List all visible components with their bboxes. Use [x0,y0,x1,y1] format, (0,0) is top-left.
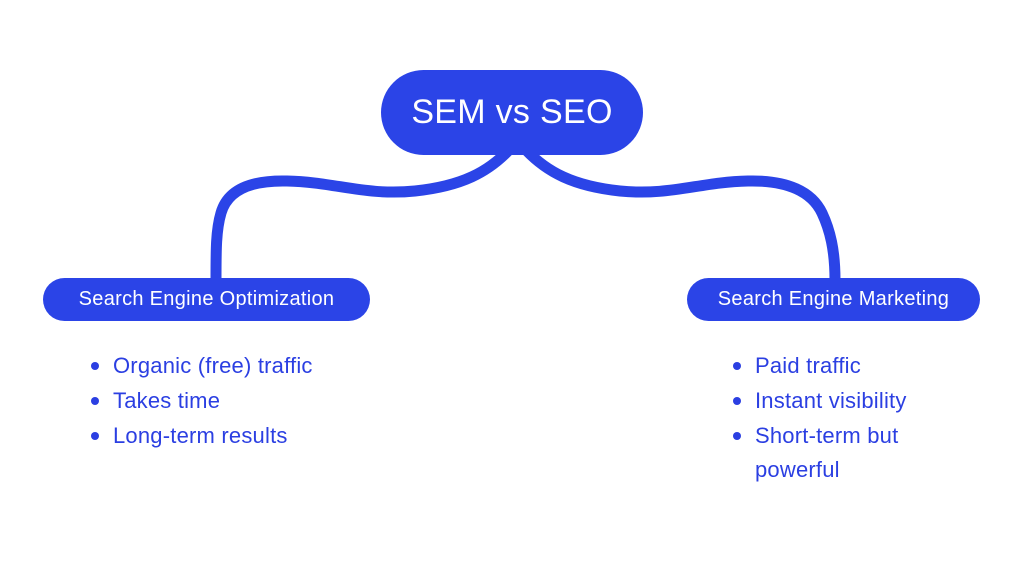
bullet-dot-icon [91,362,99,370]
sem-node: Search Engine Marketing [687,278,980,321]
list-item: Takes time [90,384,390,418]
list-item-text: Instant visibility [755,388,907,413]
seo-node: Search Engine Optimization [43,278,370,321]
root-node: SEM vs SEO [381,70,643,155]
list-item-text: Long-term results [113,423,288,448]
list-item: Organic (free) traffic [90,349,390,383]
sem-node-label: Search Engine Marketing [717,288,950,310]
root-node-label: SEM vs SEO [411,93,613,131]
bullet-dot-icon [733,397,741,405]
list-item-text: Organic (free) traffic [113,353,313,378]
connector-left-branch [210,144,515,286]
list-item: Instant visibility [732,384,958,418]
sem-bullet-list: Paid traffic Instant visibility Short-te… [732,349,958,488]
connector-right-branch [520,144,841,286]
seo-node-label: Search Engine Optimization [78,288,335,310]
list-item-text: Short-term but powerful [755,423,899,482]
list-item: Long-term results [90,419,390,453]
bullet-dot-icon [91,397,99,405]
bullet-dot-icon [91,432,99,440]
bullet-dot-icon [733,362,741,370]
list-item-text: Paid traffic [755,353,861,378]
list-item: Short-term but powerful [732,419,958,487]
list-item: Paid traffic [732,349,958,383]
bullet-dot-icon [733,432,741,440]
list-item-text: Takes time [113,388,221,413]
seo-bullet-list: Organic (free) traffic Takes time Long-t… [90,349,390,454]
